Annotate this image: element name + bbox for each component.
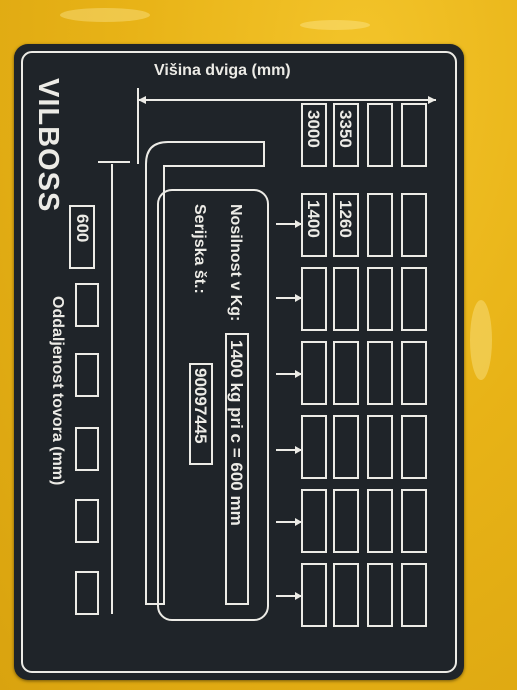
capacity-value: 1400 kg pri c = 600 mm [227, 340, 246, 526]
paint-wear [470, 300, 492, 380]
capacity-value-box [225, 333, 249, 605]
fork-outline [145, 141, 265, 605]
plate-graphics [21, 51, 457, 673]
brand-logo: VILBOSS [32, 78, 64, 213]
serial-label: Serijska št.: [191, 204, 208, 294]
plate-border [21, 51, 457, 673]
capacity-table [301, 103, 427, 627]
capacity-2: 1260 [336, 200, 355, 238]
paint-wear [60, 8, 150, 22]
serial-value-box [189, 363, 213, 465]
load-capacity-plate: VILBOSS Višina dviga (mm) Oddaljenost to… [14, 44, 464, 680]
load-distance-box [69, 205, 95, 269]
capacity-1: 1400 [304, 200, 323, 238]
serial-value: 90097445 [191, 368, 210, 444]
lift-height-2: 3350 [336, 110, 355, 148]
paint-wear [300, 20, 370, 30]
info-box [157, 189, 269, 621]
capacity-label: Nosilnost v Kg: [227, 204, 244, 322]
lift-height-1: 3000 [304, 110, 323, 148]
load-distance-value: 600 [73, 214, 92, 243]
lift-height-label: Višina dviga (mm) [154, 62, 291, 79]
load-distance-label: Oddaljenost tovora (mm) [49, 296, 66, 486]
